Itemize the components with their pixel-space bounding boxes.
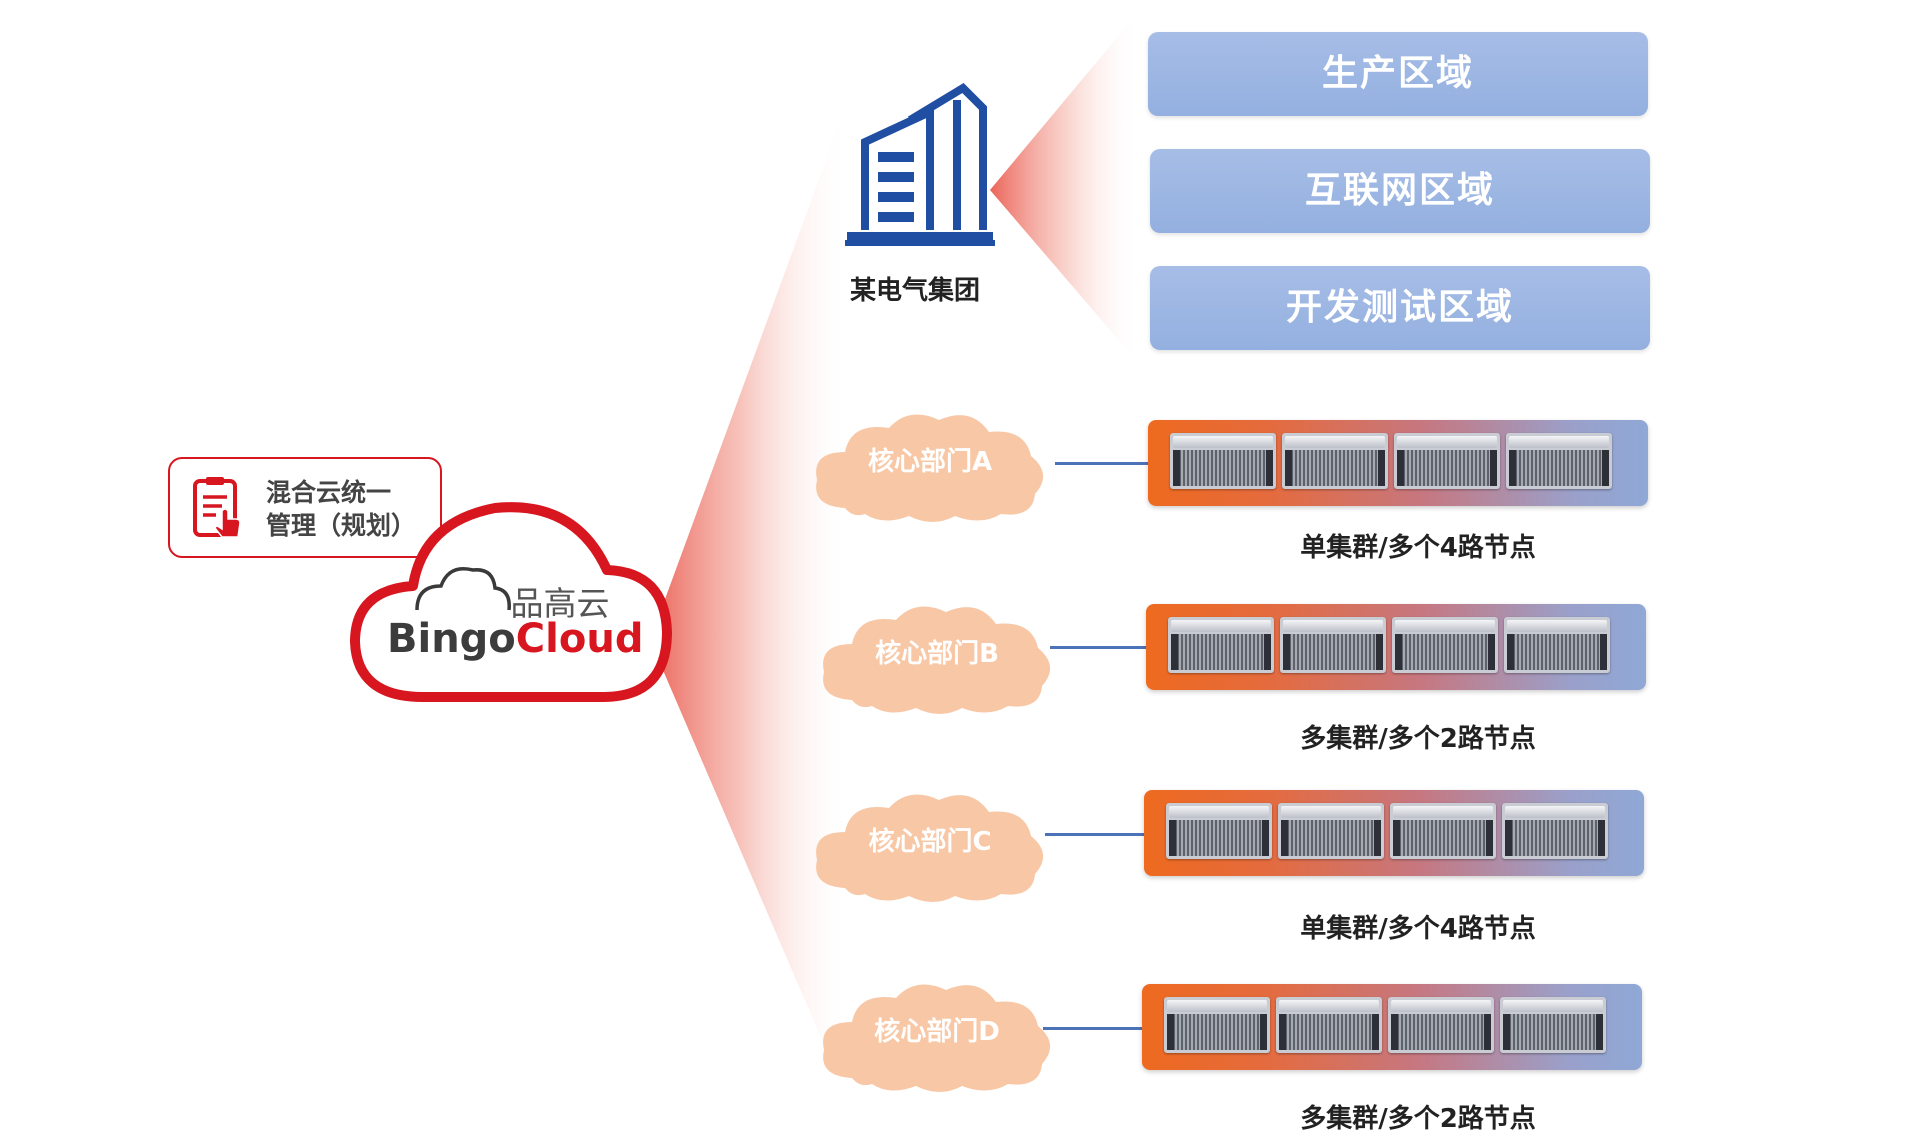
server-unit: [1278, 803, 1384, 859]
server-unit: [1394, 433, 1500, 489]
zone-internet: 互联网区域: [1150, 149, 1650, 233]
connector-d: [1043, 1027, 1143, 1030]
department-d-cloud: 核心部门D: [812, 970, 1062, 1095]
brand-cn: 品高云: [511, 584, 610, 623]
connector-a: [1055, 462, 1148, 465]
department-a-label: 核心部门A: [867, 447, 993, 477]
connector-c: [1045, 833, 1145, 836]
server-unit: [1280, 617, 1386, 673]
brand-en: BingoCloud: [387, 616, 643, 662]
cloud-shape-a: [816, 414, 1044, 522]
tablet-touch-icon: [193, 477, 241, 538]
server-unit: [1392, 617, 1498, 673]
bingocloud-logo: 品高云 BingoCloud: [350, 502, 672, 702]
server-unit: [1170, 433, 1276, 489]
server-unit: [1282, 433, 1388, 489]
server-unit: [1502, 803, 1608, 859]
server-rack-c: [1144, 790, 1644, 876]
cluster-caption-d: 多集群/多个2路节点: [1300, 1104, 1536, 1134]
server-unit: [1166, 803, 1272, 859]
server-unit: [1390, 803, 1496, 859]
department-c-cloud: 核心部门C: [805, 780, 1055, 905]
server-unit: [1500, 997, 1606, 1053]
fan-to-zones: [990, 10, 1140, 365]
server-unit: [1388, 997, 1494, 1053]
server-unit: [1504, 617, 1610, 673]
server-unit: [1164, 997, 1270, 1053]
cloud-shape-c: [816, 794, 1044, 902]
cluster-caption-a: 单集群/多个4路节点: [1300, 533, 1536, 563]
zone-production: 生产区域: [1148, 32, 1648, 116]
department-a-cloud: 核心部门A: [805, 400, 1055, 525]
fan-to-departments: [650, 95, 850, 1105]
department-b-label: 核心部门B: [875, 639, 999, 669]
management-badge: 混合云统一 管理（规划）: [168, 457, 442, 558]
cluster-caption-b: 多集群/多个2路节点: [1300, 724, 1536, 754]
brand-en-bingo: Bingo: [387, 616, 516, 662]
server-rack-a: [1148, 420, 1648, 506]
cloud-shape-b: [823, 606, 1051, 714]
server-rack-b: [1146, 604, 1646, 690]
management-line-2: 管理（规划）: [266, 511, 417, 540]
cloud-shape-d: [823, 984, 1051, 1092]
server-unit: [1168, 617, 1274, 673]
department-c-label: 核心部门C: [868, 827, 992, 857]
department-b-cloud: 核心部门B: [812, 592, 1062, 717]
department-d-label: 核心部门D: [874, 1017, 1000, 1047]
brand-en-cloud: Cloud: [516, 616, 644, 662]
server-unit: [1276, 997, 1382, 1053]
cluster-caption-c: 单集群/多个4路节点: [1300, 914, 1536, 944]
group-label: 某电气集团: [849, 276, 980, 306]
management-label: 混合云统一 管理（规划）: [266, 476, 416, 542]
server-unit: [1506, 433, 1612, 489]
management-line-1: 混合云统一: [266, 478, 392, 507]
building-icon: [845, 82, 995, 246]
server-rack-d: [1142, 984, 1642, 1070]
zone-dev-test: 开发测试区域: [1150, 266, 1650, 350]
connector-b: [1050, 646, 1146, 649]
